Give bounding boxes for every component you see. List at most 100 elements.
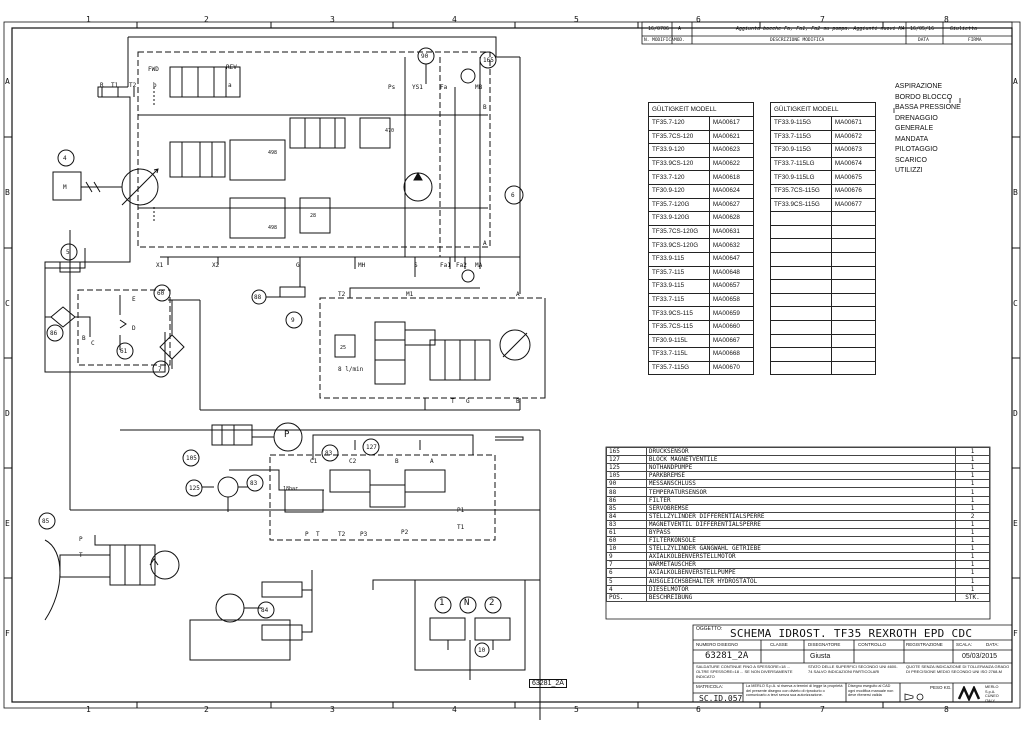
table-row [770, 224, 877, 240]
port-mh: MH [358, 262, 366, 269]
quantity-cell: 1 [955, 552, 990, 562]
pos-cell: 61 [606, 527, 647, 538]
pos-cell: 84 [606, 511, 647, 521]
model-name-cell [770, 306, 832, 321]
model-name-cell: TF33.9-120G [648, 211, 710, 226]
model-name-cell: TF35.7-115G [648, 360, 710, 376]
model-code-cell: MA00674 [830, 156, 877, 172]
grid-row-b-right: B [1013, 188, 1018, 197]
pos-cell: 105 [606, 471, 647, 481]
valve-498-upper: 498 [268, 150, 278, 156]
table-row [770, 211, 877, 226]
component-60: 60 [157, 290, 165, 297]
grid-row-e-right: E [1013, 519, 1018, 528]
description-cell: BESCHREIBUNG [645, 592, 957, 602]
model-name-cell: TF33.9CS-115 [648, 306, 710, 321]
quantity-cell: 1 [955, 487, 990, 497]
flow-rate: 8 l/min [338, 366, 364, 373]
pos-cell: 86 [606, 495, 647, 505]
component-125: 125 [189, 485, 200, 492]
port-rev: REV [226, 64, 237, 71]
description-cell: BYPASS [645, 527, 957, 538]
model-code-cell: MA00676 [830, 183, 877, 199]
legend-item: DRENAGGIO [895, 114, 938, 122]
model-name-cell: TF30.9-120 [648, 183, 710, 199]
model-name-cell: TF35.7-115 [648, 265, 710, 281]
model-code-cell: MA00657 [708, 279, 755, 294]
grid-col-3: 3 [330, 15, 335, 24]
port-mb: MB [475, 84, 483, 91]
port-c2: C2 [349, 458, 357, 465]
pos-cell: 165 [606, 446, 647, 457]
model-code-cell: MA00673 [830, 143, 877, 158]
description-cell: DRUCKSENSOR [645, 446, 957, 457]
table-row [770, 238, 877, 253]
model-name-cell: TF33.9CS-120G [648, 238, 710, 253]
grid-col-5: 5 [574, 15, 579, 24]
component-88: 88 [254, 294, 262, 301]
grid-row-c: C [5, 299, 10, 308]
port-r: R [100, 82, 104, 89]
gear-2: 2 [489, 598, 495, 608]
revision-header-number: N. MODIFICA [644, 38, 674, 43]
component-10: 10 [478, 647, 486, 654]
grid-row-c-right: C [1013, 299, 1018, 308]
model-code-cell: MA00648 [708, 265, 755, 281]
cad-note: Disegno eseguito al CAD ogni modifica ma… [848, 684, 894, 698]
model-name-cell: TF33.7-115 [648, 292, 710, 308]
merlo-logo-icon [957, 686, 981, 701]
model-code-cell [830, 347, 877, 362]
model-code-cell: MA00622 [708, 156, 755, 172]
grid-col-4-bottom: 4 [452, 705, 457, 714]
quantity-cell: 1 [955, 544, 990, 554]
grid-col-7-bottom: 7 [820, 705, 825, 714]
model-name-cell: TF33.7-115LG [770, 156, 832, 172]
description-cell: MESSANSCHLUSS [645, 479, 957, 489]
port-ma: MA [475, 262, 483, 269]
port-g-motor: G [466, 398, 470, 405]
projection-symbol-icon [904, 693, 924, 701]
description-cell: TEMPERATURSENSOR [645, 487, 957, 497]
component-165: 165 [483, 57, 494, 64]
header-drawing-number: NUMERO DISEGNO [696, 642, 739, 647]
grid-col-2-bottom: 2 [204, 705, 209, 714]
description-cell: NOTHANDPUMPE [645, 463, 957, 473]
description-cell: SERVOBREMSE [645, 503, 957, 513]
model-code-cell: MA00631 [708, 224, 755, 240]
table-row [770, 333, 877, 349]
ownership-note: La MERLO S.p.A. si riserva a termini di … [746, 684, 843, 698]
quantity-cell: 1 [955, 471, 990, 481]
description-cell: STELLZYLINDER GANGWAHL GETRIEBE [645, 544, 957, 554]
port-p3: P3 [360, 531, 368, 538]
port-d: D [132, 325, 136, 332]
component-83b: 83 [250, 480, 258, 487]
model-code-cell: MA00623 [708, 143, 755, 158]
grid-col-6: 6 [696, 15, 701, 24]
model-name-cell: TF35.7-120G [648, 197, 710, 213]
model-code-cell: MA00660 [708, 319, 755, 335]
model-code-cell: MA00672 [830, 129, 877, 145]
model-code-cell [830, 319, 877, 335]
model-code-cell: MA00659 [708, 306, 755, 321]
model-name-cell [770, 333, 832, 349]
grid-col-8-bottom: 8 [944, 705, 949, 714]
port-x2: X2 [212, 262, 220, 269]
model-code-cell: MA00617 [708, 116, 755, 131]
